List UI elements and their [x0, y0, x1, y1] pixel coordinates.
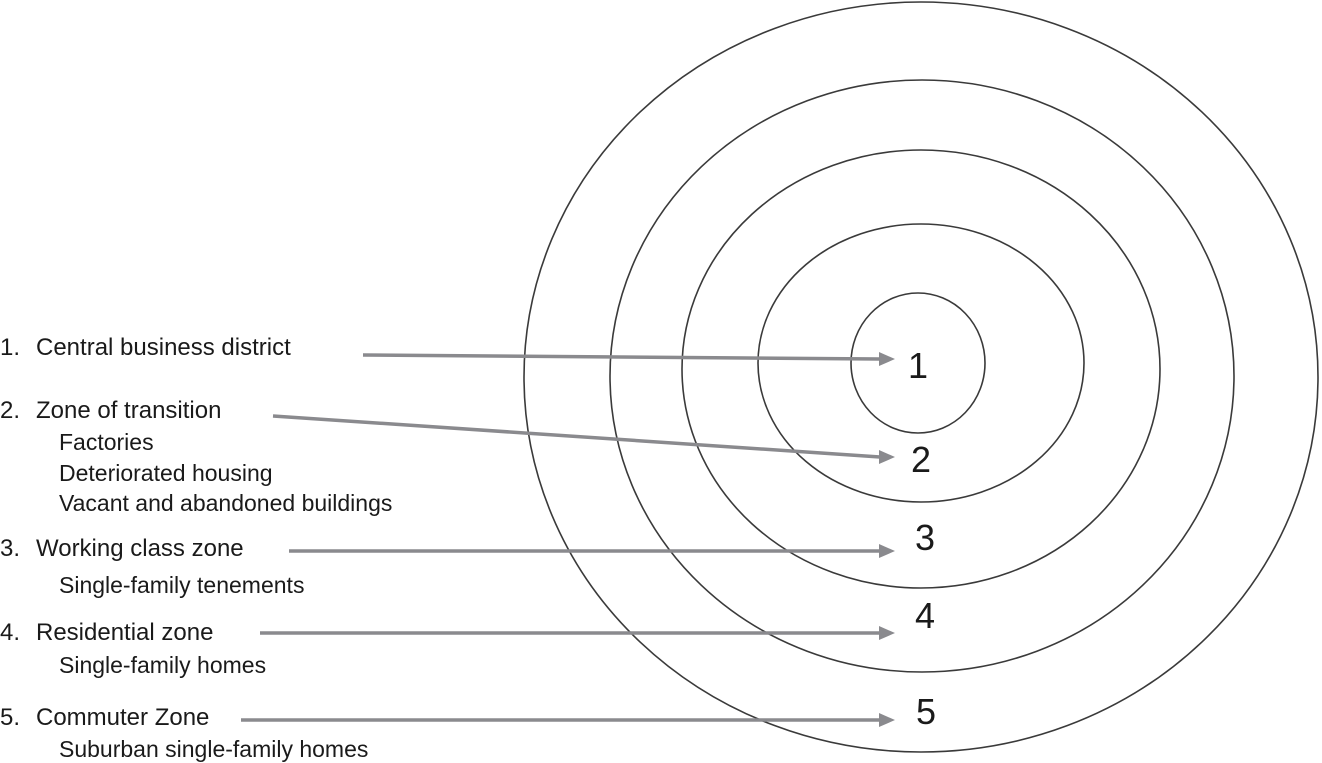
zone-2-detail-buildings: Vacant and abandoned buildings [59, 490, 393, 516]
zone-title-3: Working class zone [36, 535, 244, 562]
ring-zone-1 [850, 292, 986, 434]
ring-zone-5 [523, 1, 1319, 753]
zone-5-detail-suburban: Suburban single-family homes [59, 736, 369, 762]
arrow-zone-2 [272, 414, 895, 464]
arrow-zone-1 [362, 352, 895, 366]
zone-title-4: Residential zone [36, 619, 214, 646]
zone-number-5: 5 [916, 691, 936, 732]
zone-2-detail-factories: Factories [59, 429, 154, 455]
ring-zone-2 [757, 223, 1085, 503]
zone-label-3: 3. Working class zone [0, 535, 244, 563]
zone-2-detail-housing: Deteriorated housing [59, 460, 273, 486]
arrow-zone-5 [241, 713, 895, 727]
zone-list-number-5: 5. [0, 704, 21, 731]
ring-zone-4 [609, 79, 1235, 673]
zone-3-detail-tenements: Single-family tenements [59, 572, 305, 598]
zone-title-1: Central business district [36, 334, 291, 361]
zone-number-4: 4 [915, 595, 935, 636]
zone-number-3: 3 [915, 517, 935, 558]
zone-4-detail-homes: Single-family homes [59, 652, 267, 678]
zone-label-2: 2. Zone of transition [0, 397, 221, 425]
arrow-zone-4 [260, 626, 895, 640]
zone-list-number-2: 2. [0, 397, 21, 424]
zone-label-5: 5. Commuter Zone [0, 704, 209, 732]
zone-list-number-3: 3. [0, 535, 21, 562]
zone-list-number-4: 4. [0, 619, 21, 646]
arrow-zone-3 [289, 544, 895, 558]
zone-number-1: 1 [908, 345, 928, 386]
zone-number-2: 2 [911, 439, 931, 480]
zone-title-2: Zone of transition [36, 397, 222, 424]
zone-title-5: Commuter Zone [36, 704, 210, 731]
zone-label-4: 4. Residential zone [0, 619, 213, 647]
zone-label-1: 1. Central business district [0, 334, 291, 362]
zone-list-number-1: 1. [0, 334, 21, 361]
ring-zone-3 [681, 149, 1161, 589]
